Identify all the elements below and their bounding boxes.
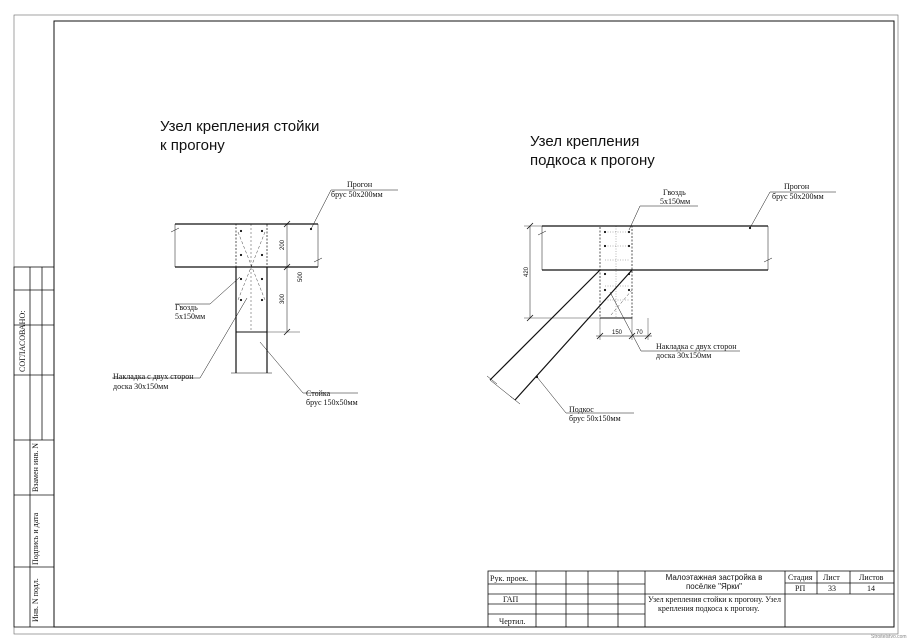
project-title-line2: посёлке "Ярки" [686,582,742,591]
tb-row-head: Рук. проек. [490,574,528,583]
sheet-title-line1: Узел крепления стойки к прогону. Узел [648,595,781,604]
node2-brace-spec: брус 50х150мм [569,414,621,423]
inv-orig-label: Инв. N подл. [31,578,40,622]
node2-dim-70: 70 [636,330,643,336]
node2-dim-420: 420 [524,266,530,277]
node2-nail-label: Гвоздь [663,188,686,197]
outer-border [13,14,899,635]
node1-post-spec: брус 150х50мм [306,398,358,407]
node1-dim-300: 300 [280,293,286,304]
node1-progon-spec: брус 50х200мм [331,190,383,199]
title-block [487,570,895,628]
tb-row-drawn: Чертил. [499,617,525,626]
node2-nails [535,226,752,379]
node2-progon-label: Прогон [784,182,810,191]
node1-title-line2: к прогону [160,137,225,154]
stage-label: Стадия [788,573,813,582]
sheet-label: Лист [823,573,840,582]
agreed-label: СОГЛАСОВАНО: [18,311,27,372]
node1-drawing [112,189,398,394]
stage-value: РП [795,584,805,593]
node1-nails [239,227,313,302]
node2-progon-spec: брус 50х200мм [772,192,824,201]
sheets-label: Листов [859,573,884,582]
node2-drawing [486,191,836,414]
node1-plate-spec: доска 30х150мм [113,382,168,391]
tb-row-gap: ГАП [503,595,519,604]
node2-nail-spec: 5х150мм [660,197,690,206]
node1-nail-label: Гвоздь [175,303,198,312]
watermark: Stroitelstvo.com [871,634,907,640]
node1-progon-label: Прогон [347,180,373,189]
node1-nail-spec: 5х150мм [175,312,205,321]
node1-title-line1: Узел крепления стойки [160,118,319,135]
node2-title-line1: Узел крепления [530,133,639,150]
node2-dim-150: 150 [612,330,623,336]
node2-brace-label: Подкос [569,405,594,414]
node1-dim-500: 500 [298,271,304,282]
sheet-title-line2: крепления подкоса к прогону. [658,604,759,613]
project-title-line1: Малоэтажная застройка в [666,573,763,582]
side-stamp [13,266,55,628]
node1-dim-200: 200 [280,239,286,250]
inner-frame [53,20,895,628]
replace-inv-label: Взамен инв. N [31,443,40,492]
sheet-value: 33 [828,584,836,593]
node2-plate-spec: доска 30х150мм [656,351,711,360]
sign-date-label: Подпись и дата [31,512,40,565]
node2-plate-label: Накладка с двух сторон [656,342,737,351]
node1-post-label: Стойка [306,389,331,398]
node1-plate-label: Накладка с двух сторон [113,372,194,381]
sheets-value: 14 [867,584,875,593]
node2-title-line2: подкоса к прогону [530,152,655,169]
